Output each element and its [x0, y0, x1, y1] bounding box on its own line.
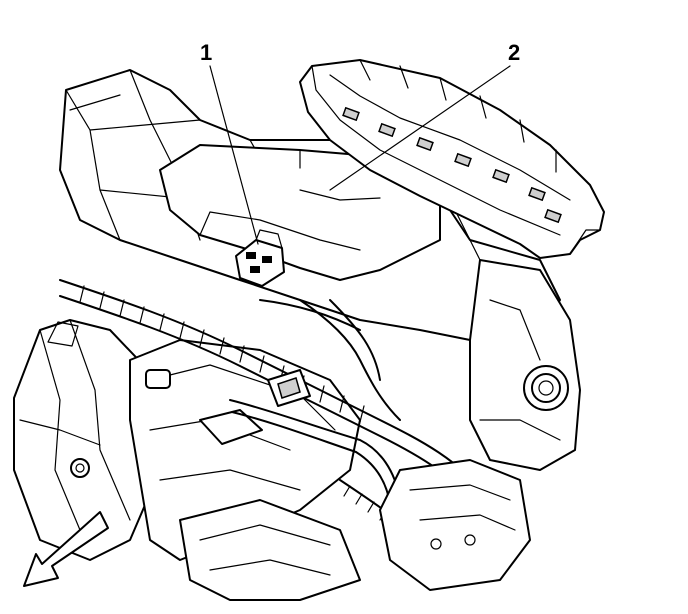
- mounting-block: [267, 369, 311, 407]
- callout-1-label: 1: [200, 40, 213, 65]
- upper-trim-panel: [159, 144, 441, 281]
- floor-structure: [179, 499, 361, 601]
- callout-leaders: [209, 65, 511, 245]
- electrical-connector: [235, 229, 285, 287]
- lower-right-bracket: [379, 459, 531, 591]
- front-direction-arrow-icon: [23, 511, 109, 587]
- callout-2-label: 2: [508, 40, 521, 65]
- instrument-cluster: [299, 59, 605, 259]
- callout-1-leader: [209, 65, 259, 245]
- right-side-panel: [469, 259, 581, 471]
- callout-2-leader: [329, 65, 511, 191]
